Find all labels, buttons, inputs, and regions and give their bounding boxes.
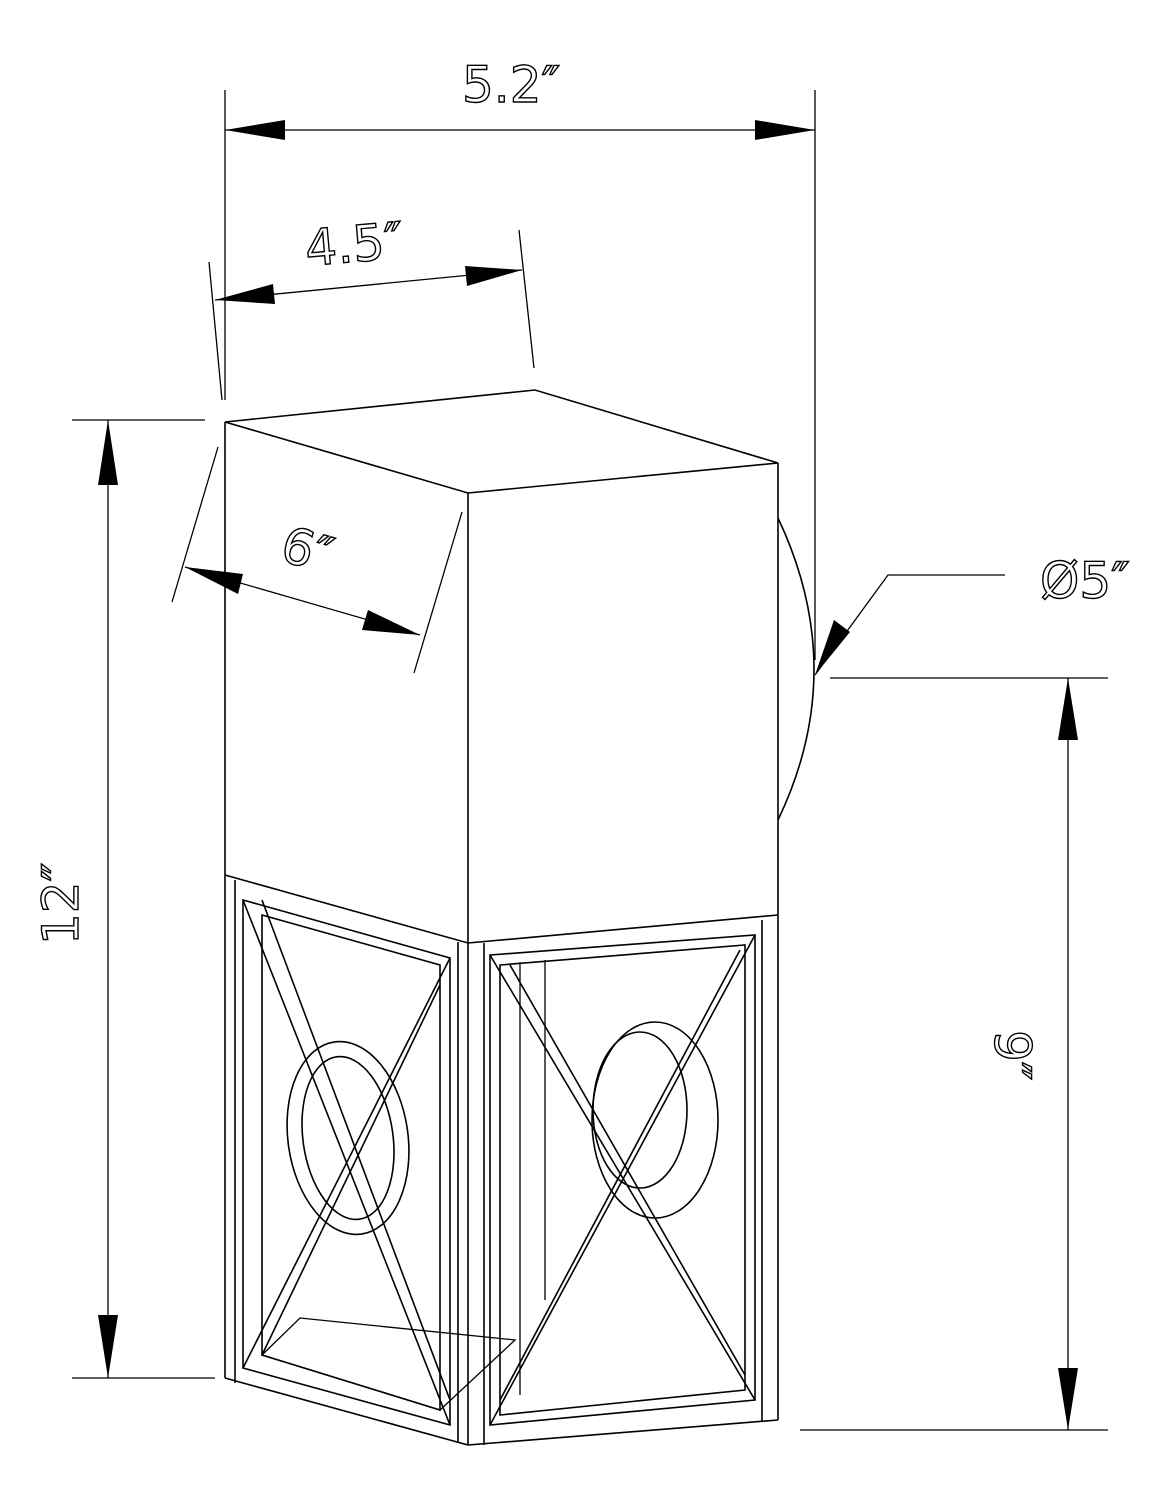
dimension-label-diameter-5: Ø5″ <box>1040 552 1130 610</box>
dimension-label-12: 12″ <box>32 863 90 945</box>
lattice-left-face <box>224 880 517 1446</box>
dimension-4-5: 4.5″ <box>208 211 535 401</box>
backplate <box>777 517 815 821</box>
lattice-front-face <box>467 920 779 1446</box>
dimension-label-6: 6″ <box>275 515 340 585</box>
dimension-label-4-5: 4.5″ <box>303 211 406 277</box>
dimension-9: 9″ <box>800 677 1108 1431</box>
dimension-diameter-5: Ø5″ <box>814 551 1131 676</box>
dimension-5-2: 5.2″ <box>224 55 816 660</box>
dimension-label-5-2: 5.2″ <box>462 56 560 114</box>
dimension-label-9: 9″ <box>983 1030 1041 1081</box>
dimension-12: 12″ <box>31 419 215 1379</box>
dimension-6: 6″ <box>171 446 463 674</box>
